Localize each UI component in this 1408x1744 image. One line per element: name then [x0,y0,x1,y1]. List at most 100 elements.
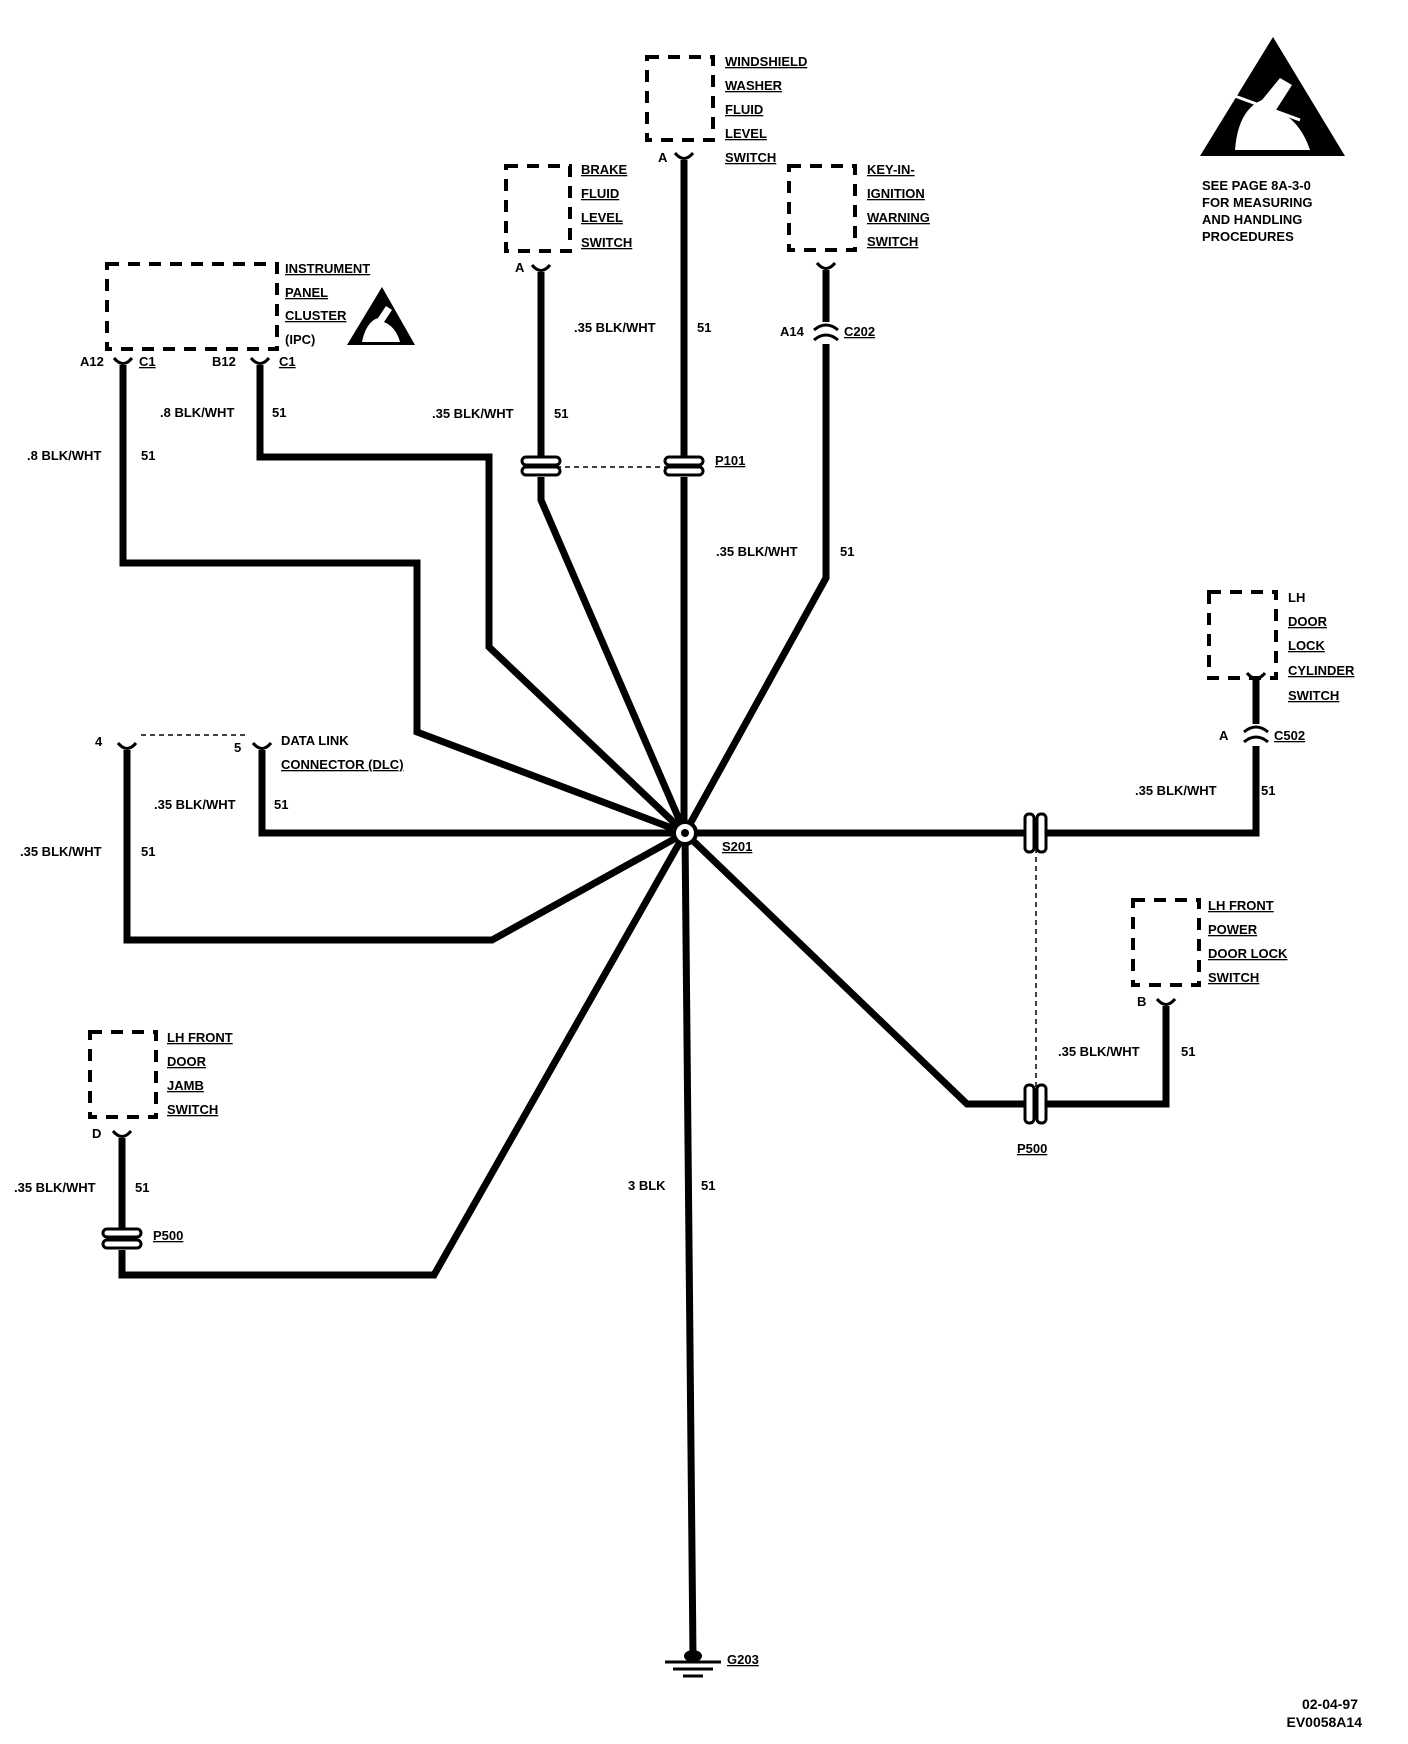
wire-jamb-label: .35 BLK/WHT [14,1180,96,1195]
wire-power-lock-upper [1046,1006,1170,1108]
wire-washer-label: .35 BLK/WHT [574,320,656,335]
ipc-a12-terminal [112,356,134,365]
lock-cyl-label-1: LH [1288,590,1305,605]
jamb-label-4: SWITCH [167,1102,218,1117]
keyin-label-4: SWITCH [867,234,918,249]
wire-dlc4-circuit: 51 [141,844,155,859]
lock-cyl-conn: C502 [1274,728,1305,743]
lock-cylinder-terminal [1245,671,1267,680]
wire-power-lock-lower [682,830,1026,1108]
brake-label-2: FLUID [581,186,619,201]
power-lock-switch-box [1131,898,1201,987]
power-lock-label-3: DOOR LOCK [1208,946,1288,961]
keyin-pin: A14 [780,324,805,339]
lock-cyl-label-2: DOOR [1288,614,1328,629]
washer-label-3: FLUID [725,102,763,117]
lock-cyl-label-4: CYLINDER [1288,663,1355,678]
ipc-label-1: INSTRUMENT [285,261,370,276]
lock-cyl-pin: A [1219,728,1229,743]
c202-connector-bottom [813,333,839,342]
washer-switch-box [645,55,715,142]
jamb-pin: D [92,1126,101,1141]
wire-dlc-5 [258,750,685,837]
brake-terminal [530,263,552,272]
ipc-esd-icon [347,287,415,345]
p500-left-label: P500 [153,1228,183,1243]
ipc-box [105,262,279,351]
ground-label: G203 [727,1652,759,1667]
jamb-switch-box [88,1030,158,1119]
keyin-switch-box [787,164,857,252]
p500-left-connector [101,1227,143,1250]
esd-note-3: AND HANDLING [1202,212,1302,227]
wire-washer-circuit: 51 [697,320,711,335]
dlc-4-terminal [116,741,138,750]
c-right-connector [1023,812,1048,854]
jamb-label-2: DOOR [167,1054,207,1069]
splice-s201-dot [681,829,689,837]
wire-brake-circuit: 51 [554,406,568,421]
lock-cyl-label-3: LOCK [1288,638,1325,653]
c202-connector-top [813,323,839,332]
wire-keyin-circuit: 51 [840,544,854,559]
esd-note-1: SEE PAGE 8A-3-0 [1202,178,1311,193]
wire-brake-label: .35 BLK/WHT [432,406,514,421]
jamb-label-1: LH FRONT [167,1030,233,1045]
p101-connector-brake [520,455,562,477]
ground-symbol [665,1650,721,1678]
wire-dlc5-label: .35 BLK/WHT [154,797,236,812]
p500-right-label: P500 [1017,1141,1047,1156]
wire-ipc-b-label: .8 BLK/WHT [160,405,234,420]
power-lock-label-4: SWITCH [1208,970,1259,985]
brake-label-1: BRAKE [581,162,628,177]
washer-label-2: WASHER [725,78,783,93]
esd-warning-icon [1200,37,1345,156]
dlc-pin-4: 4 [95,734,103,749]
wire-ground-circuit: 51 [701,1178,715,1193]
esd-note-2: FOR MEASURING [1202,195,1313,210]
washer-label-5: SWITCH [725,150,776,165]
p101-connector-washer [663,455,705,477]
washer-label-1: WINDSHIELD [725,54,807,69]
keyin-terminal [815,261,837,270]
ipc-label-4: (IPC) [285,332,315,347]
c502-connector-top [1243,725,1269,734]
wire-lock-cyl-label: .35 BLK/WHT [1135,783,1217,798]
footer-code: EV0058A14 [1286,1714,1362,1730]
keyin-label-2: IGNITION [867,186,925,201]
wire-power-lock-circuit: 51 [1181,1044,1195,1059]
washer-label-4: LEVEL [725,126,767,141]
wire-jamb-lower [118,831,689,1279]
wire-ipc-b12 [256,365,688,836]
dlc-5-terminal [251,741,273,750]
dlc-pin-5: 5 [234,740,241,755]
wire-jamb-circuit: 51 [135,1180,149,1195]
ipc-b12-terminal [249,356,271,365]
brake-switch-box [504,164,572,253]
dlc-label-1: DATA LINK [281,733,349,748]
wire-brake-lower [537,477,689,835]
lock-cylinder-switch-box [1207,590,1278,680]
power-lock-pin: B [1137,994,1146,1009]
dlc-label-2: CONNECTOR (DLC) [281,757,404,772]
keyin-label-3: WARNING [867,210,930,225]
wire-dlc4-label: .35 BLK/WHT [20,844,102,859]
power-lock-terminal [1155,997,1177,1006]
wire-keyin-lower [681,344,830,835]
wire-ground-label: 3 BLK [628,1178,666,1193]
lock-cyl-label-5: SWITCH [1288,688,1339,703]
jamb-terminal [111,1129,133,1138]
wire-power-lock-label: .35 BLK/WHT [1058,1044,1140,1059]
wire-dlc-4 [123,750,687,944]
jamb-label-3: JAMB [167,1078,204,1093]
keyin-label-1: KEY-IN- [867,162,915,177]
washer-pin: A [658,150,668,165]
wire-lock-cylinder-lower [1046,746,1260,837]
p500-right-connector [1023,1083,1048,1125]
power-lock-label-2: POWER [1208,922,1258,937]
ipc-pin-b12: B12 [212,354,236,369]
ipc-label-3: CLUSTER [285,308,347,323]
brake-label-3: LEVEL [581,210,623,225]
